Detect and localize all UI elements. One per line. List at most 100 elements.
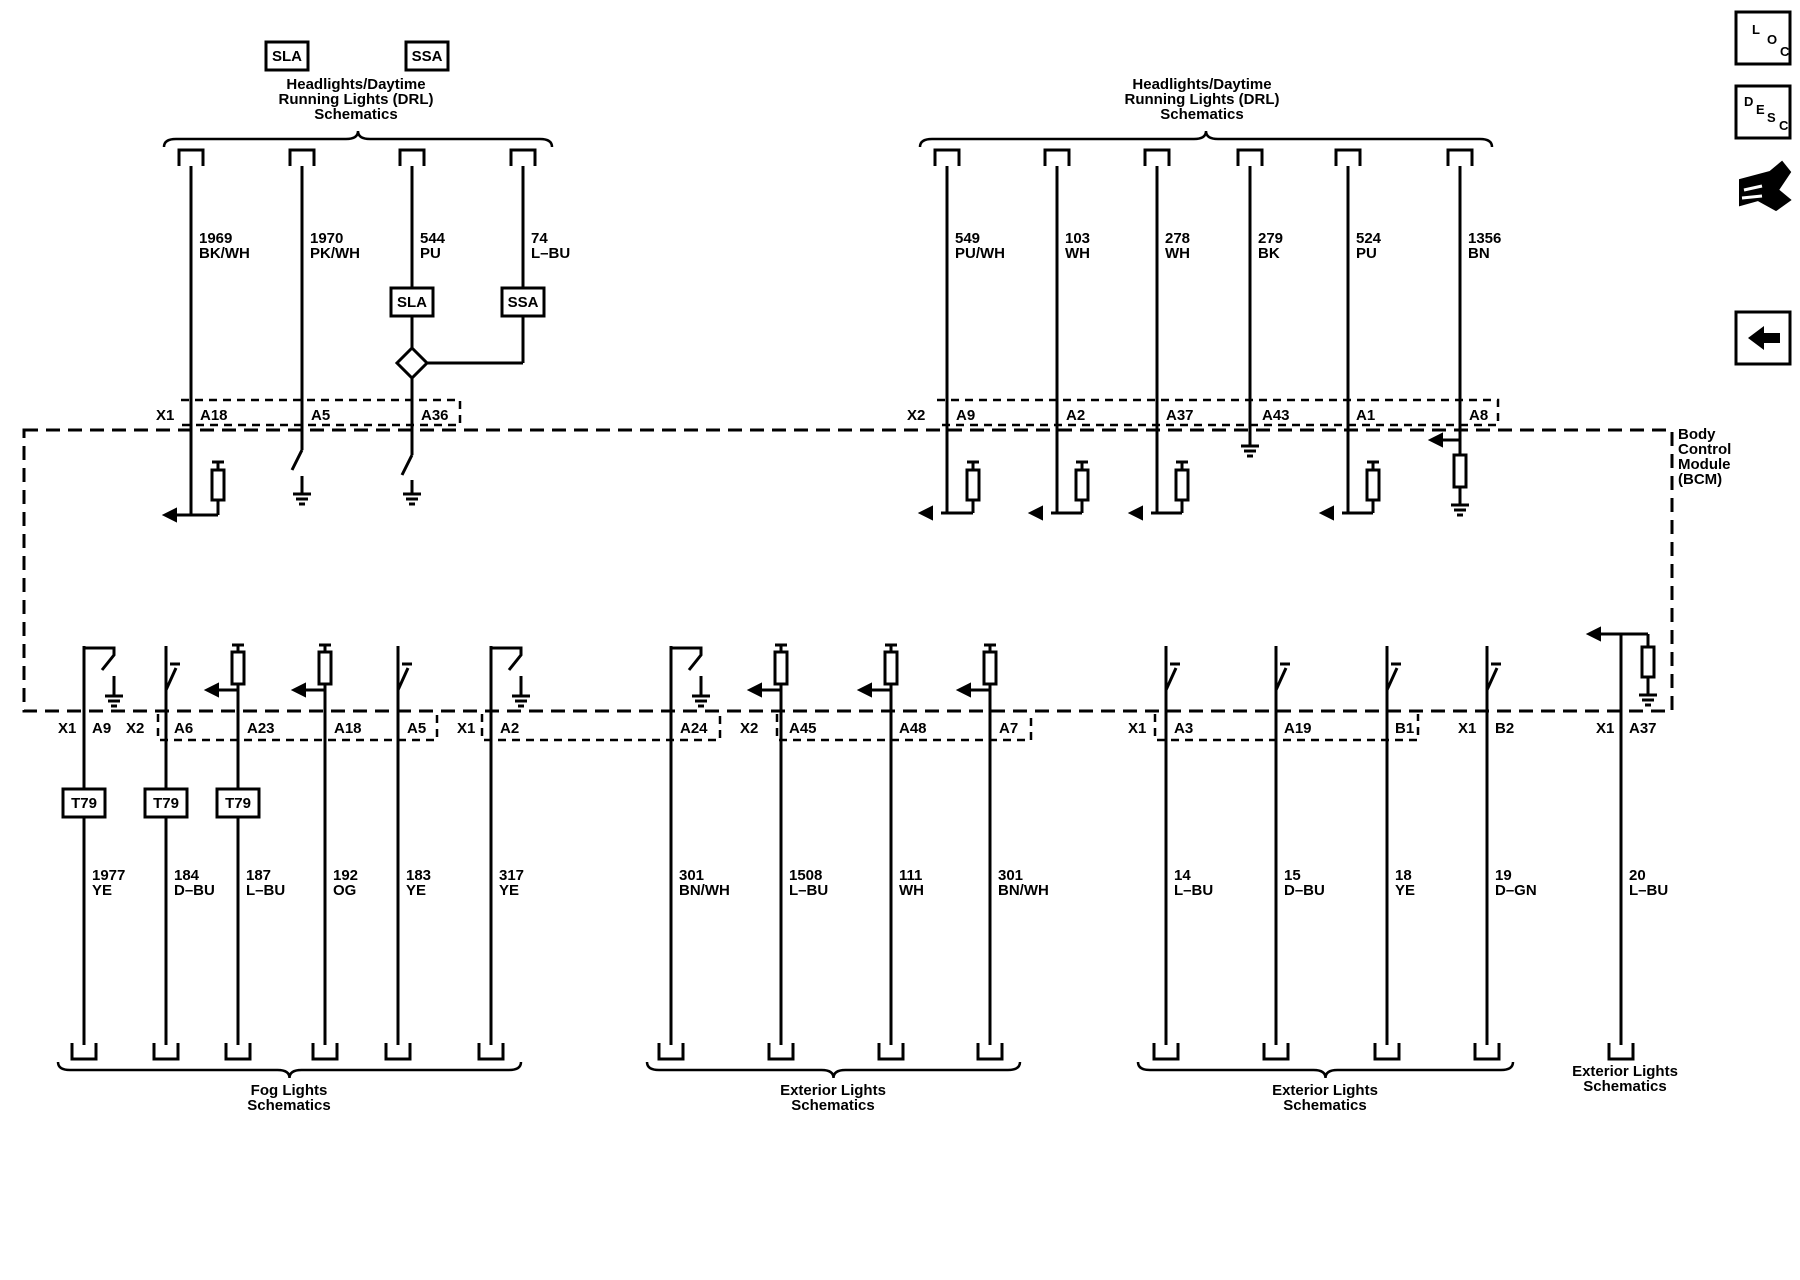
top-right-caption-line: Running Lights (DRL) bbox=[1125, 91, 1280, 108]
connector-pin: A36 bbox=[421, 407, 449, 424]
switch-contact bbox=[82, 646, 116, 708]
wire-circuit-number: 18 bbox=[1395, 867, 1412, 884]
wire-circuit-number: 74 bbox=[531, 230, 548, 247]
arrow-left-icon bbox=[161, 507, 177, 523]
resistor-icon bbox=[965, 468, 981, 502]
arrow-left-icon bbox=[1027, 505, 1043, 521]
wire-circuit-number: 524 bbox=[1356, 230, 1382, 247]
bottom-terminal bbox=[1152, 1043, 1180, 1061]
top-left-caption-line: Schematics bbox=[314, 106, 397, 123]
connector-pin: A5 bbox=[407, 720, 426, 737]
wire-tag-t79: T79 bbox=[61, 787, 107, 819]
bottom-caption-line: Schematics bbox=[1283, 1097, 1366, 1114]
bottom-terminal bbox=[1373, 1043, 1401, 1061]
resistor-icon bbox=[1074, 468, 1090, 502]
connector-pin: A48 bbox=[899, 720, 927, 737]
resistor-icon bbox=[773, 650, 789, 686]
wire-color-code: BN bbox=[1468, 245, 1490, 262]
connector-pin: A37 bbox=[1629, 720, 1657, 737]
connector-pin: A19 bbox=[1284, 720, 1312, 737]
wire-segment bbox=[396, 667, 410, 691]
tag-box-frame bbox=[500, 286, 546, 318]
resistor-icon bbox=[317, 650, 333, 686]
wire-color-code: WH bbox=[1065, 245, 1090, 262]
bottom-caption-line: Fog Lights bbox=[251, 1082, 328, 1099]
wire-color-code: YE bbox=[406, 882, 426, 899]
resistor-icon bbox=[210, 468, 226, 502]
wire-color-code: L–BU bbox=[531, 245, 570, 262]
wire-circuit-number: 187 bbox=[246, 867, 271, 884]
top-terminal bbox=[398, 148, 426, 166]
connector-label: X1 bbox=[58, 720, 76, 737]
connector-pin: A5 bbox=[311, 407, 330, 424]
wire-circuit-number: 1970 bbox=[310, 230, 343, 247]
wire-circuit-number: 301 bbox=[679, 867, 704, 884]
legend-tag-ssa: SSA bbox=[404, 40, 450, 72]
resistor-icon bbox=[883, 650, 899, 686]
arrow-left-icon bbox=[746, 682, 762, 698]
ground-icon bbox=[293, 484, 311, 506]
wire-color-code: PU bbox=[420, 245, 441, 262]
connector-label: X1 bbox=[1128, 720, 1146, 737]
top-terminal bbox=[1446, 148, 1474, 166]
resistor-icon bbox=[1174, 468, 1190, 502]
tag-box-frame bbox=[264, 40, 310, 72]
connector-pin: A8 bbox=[1469, 407, 1488, 424]
back-arrow-icon[interactable] bbox=[1734, 310, 1792, 366]
icon-frame bbox=[1734, 84, 1792, 140]
wire-color-code: YE bbox=[1395, 882, 1415, 899]
wire-color-code: WH bbox=[1165, 245, 1190, 262]
top-terminal bbox=[288, 148, 316, 166]
tag-box-frame bbox=[143, 787, 189, 819]
wrench-detail bbox=[1741, 184, 1763, 200]
connector-pin: B2 bbox=[1495, 720, 1514, 737]
bottom-terminal bbox=[477, 1043, 505, 1061]
icon-letter: C bbox=[1779, 118, 1789, 133]
tag-box-frame bbox=[215, 787, 261, 819]
wire-circuit-number: 192 bbox=[333, 867, 358, 884]
arrow-left-icon bbox=[290, 682, 306, 698]
connector-label: X2 bbox=[740, 720, 758, 737]
wire-color-code: YE bbox=[499, 882, 519, 899]
resistor-icon bbox=[1365, 468, 1381, 502]
bottom-terminal bbox=[1473, 1043, 1501, 1061]
resistor-icon bbox=[1640, 645, 1656, 679]
ground-icon bbox=[512, 686, 530, 708]
connector-pin: A37 bbox=[1166, 407, 1194, 424]
connector-pin: A2 bbox=[500, 720, 519, 737]
switch-contact bbox=[669, 646, 703, 708]
wire-circuit-number: 1977 bbox=[92, 867, 125, 884]
connector-pin: A1 bbox=[1356, 407, 1375, 424]
arrow-left-icon bbox=[1127, 505, 1143, 521]
bottom-terminal bbox=[1607, 1043, 1635, 1061]
exterior-lights-brace-1 bbox=[645, 1061, 1022, 1079]
wire-circuit-number: 14 bbox=[1174, 867, 1191, 884]
top-connector-x2-box bbox=[937, 398, 1500, 427]
wire-color-code: PU/WH bbox=[955, 245, 1005, 262]
exterior-lights-brace-2 bbox=[1136, 1061, 1515, 1079]
wire-segment bbox=[1485, 667, 1499, 691]
top-right-brace bbox=[918, 130, 1494, 148]
top-right-caption-line: Schematics bbox=[1160, 106, 1243, 123]
loc-icon[interactable]: LOC bbox=[1734, 10, 1792, 66]
wire-segment bbox=[164, 667, 178, 691]
top-terminal bbox=[509, 148, 537, 166]
top-terminal bbox=[1143, 148, 1171, 166]
bcm-module-label: Control bbox=[1678, 441, 1731, 458]
bottom-caption-line: Exterior Lights bbox=[1572, 1063, 1678, 1080]
wire-circuit-number: 549 bbox=[955, 230, 980, 247]
resistor-icon bbox=[982, 650, 998, 686]
wire-color-code: WH bbox=[899, 882, 924, 899]
bottom-terminal bbox=[70, 1043, 98, 1061]
bcm-module-border bbox=[22, 428, 1674, 713]
bottom-caption-line: Schematics bbox=[791, 1097, 874, 1114]
connector-pin: A43 bbox=[1262, 407, 1290, 424]
wire-color-code: BN/WH bbox=[998, 882, 1049, 899]
connector-pin: A9 bbox=[92, 720, 111, 737]
bcm-module-label: (BCM) bbox=[1678, 471, 1722, 488]
wire-circuit-number: 301 bbox=[998, 867, 1023, 884]
wire-circuit-number: 544 bbox=[420, 230, 446, 247]
hand-wrench-icon[interactable] bbox=[1739, 160, 1792, 212]
